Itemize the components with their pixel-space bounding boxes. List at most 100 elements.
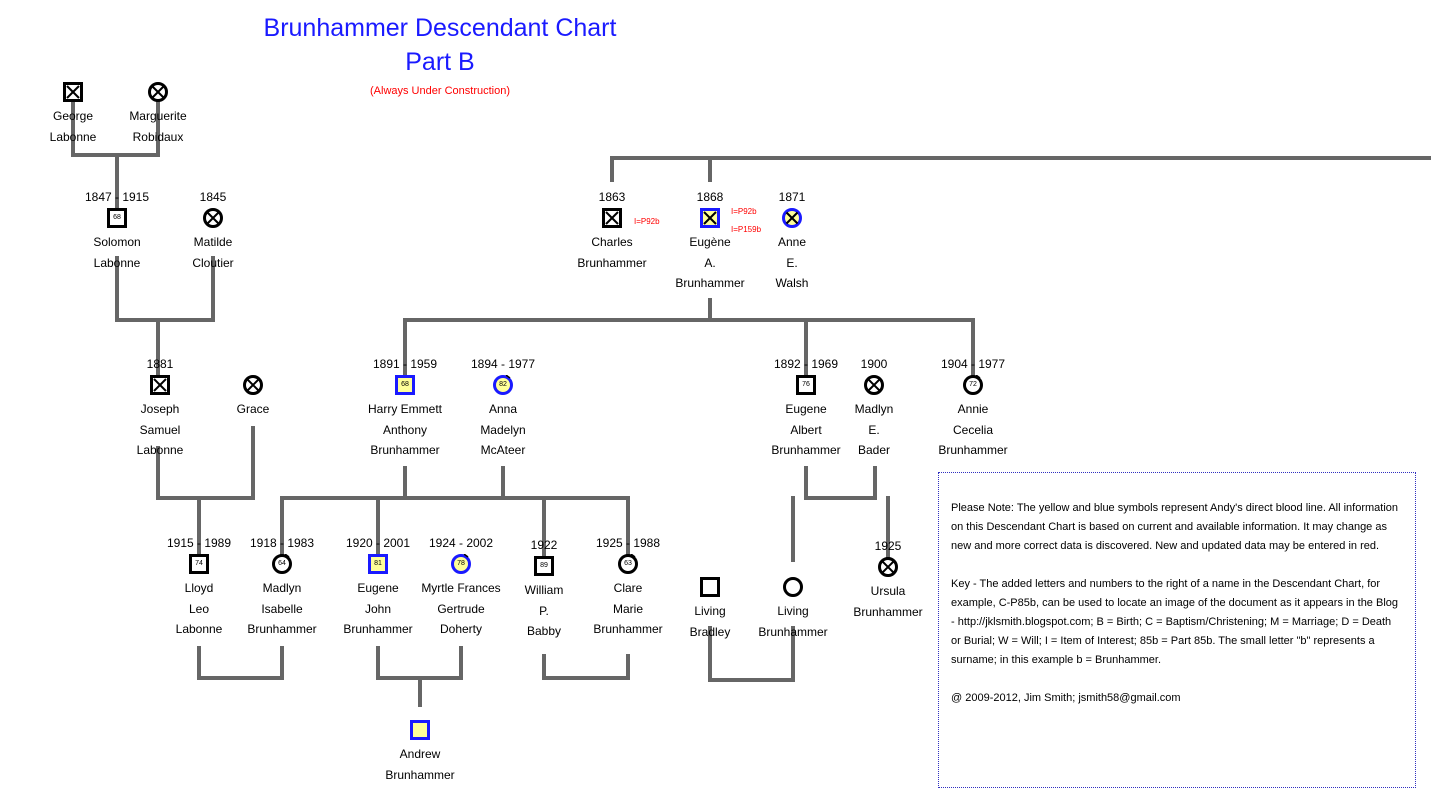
name-line: William [524,583,564,597]
person-years: 1847 - 1915 [84,190,150,204]
name-line: Grace [236,402,270,416]
age-at-death: 63 [624,560,632,567]
age-at-death: 68 [113,214,121,221]
male-square-icon: 68 [395,375,415,395]
person-years: 1925 [874,539,902,553]
age-at-death: 68 [401,381,409,388]
person-years: 1891 - 1959 [372,357,438,371]
person-years: 1922 [530,538,558,552]
name-line: E. [786,255,798,270]
person-years: 1881 [146,357,174,371]
name-line: Babby [526,624,562,638]
name-line: Marie [612,601,643,616]
name-line: Clare [613,581,643,595]
person-years: 1900 [860,357,888,371]
name-line: E. [868,422,880,437]
name-line: John [364,601,392,616]
person-years: 1868 [696,190,724,204]
name-line: Living [694,604,726,618]
name-line: Brunhammer [247,622,317,636]
male-square-icon: 81 [368,554,388,574]
age-at-death: 78 [457,560,465,567]
male-square-icon: 89 [534,556,554,576]
female-circle-icon [864,375,884,395]
note-paragraph-1: Please Note: The yellow and blue symbols… [951,502,1399,552]
name-line: Labonne [175,622,223,636]
name-line: Joseph [140,402,180,416]
name-line: Myrtle Frances [421,581,501,595]
female-circle-icon: 63 [618,554,638,574]
person-name: Grace [198,399,308,420]
age-at-death: 81 [374,560,382,567]
age-at-death: 74 [195,560,203,567]
male-square-icon [410,720,430,740]
name-line: Andrew [399,747,441,761]
name-line: Brunhammer [370,443,440,457]
name-line: Samuel [139,422,181,437]
name-line: Madelyn [480,422,526,437]
name-line: Gertrude [437,601,485,616]
name-line: George [52,109,94,123]
age-at-death: 64 [278,560,286,567]
name-line: Annie [957,402,989,416]
name-line: A. [704,255,716,270]
name-line: Harry Emmett [367,402,442,416]
name-line: Brunhammer [385,767,455,782]
chart-title: Brunhammer Descendant Chart [263,14,617,42]
age-at-death: 89 [540,562,548,569]
male-square-icon [700,577,720,597]
male-square-icon [602,208,622,228]
name-line: Isabelle [261,601,303,616]
female-circle-icon [203,208,223,228]
connector-line [403,318,975,380]
name-line: Matilde [193,235,233,249]
connector-line [610,156,1431,182]
age-at-death: 72 [969,381,977,388]
person-years: 1892 - 1969 [773,357,839,371]
connector-line [115,256,215,322]
person-years: 1845 [199,190,227,204]
name-line: Living [777,604,809,618]
name-line: Brunhammer [675,276,745,290]
connector-line [156,426,255,500]
female-circle-icon [878,557,898,577]
person-years: 1904 - 1977 [940,357,1006,371]
female-circle-icon: 64 [272,554,292,574]
connector-line [804,466,877,500]
male-square-icon: 74 [189,554,209,574]
note-paragraph-2: Key - The added letters and numbers to t… [951,578,1398,666]
name-line: Eugene [357,581,399,595]
female-circle-icon [782,208,802,228]
name-line: Cecelia [952,422,994,437]
person-years: 1920 - 2001 [345,536,411,550]
name-line: Ursula [870,584,906,598]
